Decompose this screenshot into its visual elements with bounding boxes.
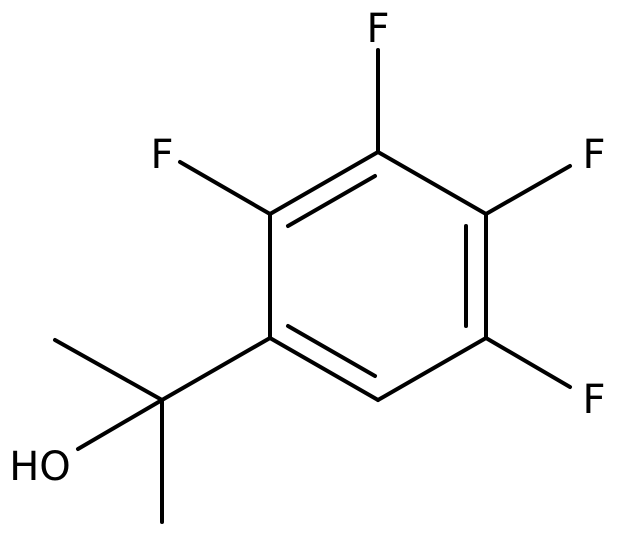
atom-label-f-upper-right: F xyxy=(582,132,605,178)
ring-bond-c6-c1 xyxy=(268,336,380,402)
atom-label-f-lower-right: F xyxy=(582,377,605,423)
atom-labels: F F F F HO xyxy=(9,6,605,490)
atom-label-f-upper-left: F xyxy=(150,132,173,178)
double-bond-inner-c2-c3 xyxy=(286,174,377,228)
atom-label-hydroxyl: HO xyxy=(9,444,71,490)
bond-methyl-upper xyxy=(53,338,164,402)
double-bond-inner-c6-c1 xyxy=(286,324,377,378)
bond-c4-f-upper-right xyxy=(484,164,572,216)
bond-c2-f-upper-left xyxy=(178,160,272,216)
benzene-ring xyxy=(268,150,488,402)
substituent-bonds xyxy=(53,48,572,524)
ring-bond-c2-c3 xyxy=(268,150,380,216)
ring-bond-c5-c6 xyxy=(376,336,488,402)
atom-label-f-top: F xyxy=(366,6,389,52)
bond-c5-f-lower-right xyxy=(484,336,572,389)
bond-c1-quaternary-carbon xyxy=(160,336,272,402)
bond-c-hydroxyl xyxy=(76,398,164,451)
ring-bond-c3-c4 xyxy=(376,150,488,216)
